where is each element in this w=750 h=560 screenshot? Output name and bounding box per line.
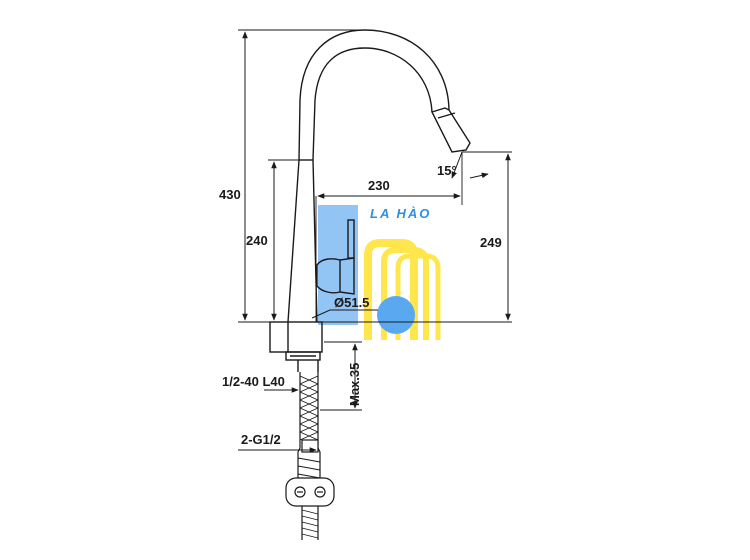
hose-right xyxy=(317,372,321,478)
spray-head-band xyxy=(437,112,456,119)
watermark-yellow-arch-3 xyxy=(395,253,441,340)
handle-body xyxy=(316,257,355,295)
watermark-blue-circle xyxy=(377,296,415,334)
dimension-lines xyxy=(238,31,511,453)
label-connector-thread: 2-G1/2 xyxy=(241,432,281,447)
label-base-diameter: Ø51.5 xyxy=(334,295,369,310)
extension-lines xyxy=(238,29,512,411)
mount-nut xyxy=(285,351,321,361)
label-max-thickness: Max.35 xyxy=(347,363,362,406)
dim-leader-diameter xyxy=(311,309,378,319)
label-base-height: 240 xyxy=(246,233,268,248)
hose-braid-cross xyxy=(299,375,319,441)
connector-screw-right xyxy=(314,486,326,498)
dimension-labels: 430 240 230 249 15° Ø51.5 Max.35 1/2-40 … xyxy=(219,163,502,447)
label-spout-reach: 230 xyxy=(368,178,390,193)
label-hose-thread: 1/2-40 L40 xyxy=(222,374,285,389)
watermark-blue-bar xyxy=(318,205,358,325)
hose-assembly xyxy=(285,372,335,540)
label-total-height: 430 xyxy=(219,187,241,202)
base-flange xyxy=(269,321,323,353)
hose-lower-ridges xyxy=(301,509,319,539)
label-spray-angle: 15° xyxy=(437,163,457,178)
spray-head xyxy=(431,107,471,153)
hose-ridges xyxy=(297,457,321,479)
watermark-logo: LA HÀO xyxy=(318,205,441,340)
angle-line-left xyxy=(451,151,463,179)
connector-block xyxy=(285,477,335,507)
label-spout-height: 249 xyxy=(480,235,502,250)
watermark-text: LA HÀO xyxy=(370,206,431,221)
hose-left xyxy=(297,372,301,478)
angle-line-right xyxy=(469,172,489,179)
connector-screw-left xyxy=(294,486,306,498)
spout-inner xyxy=(312,47,433,323)
